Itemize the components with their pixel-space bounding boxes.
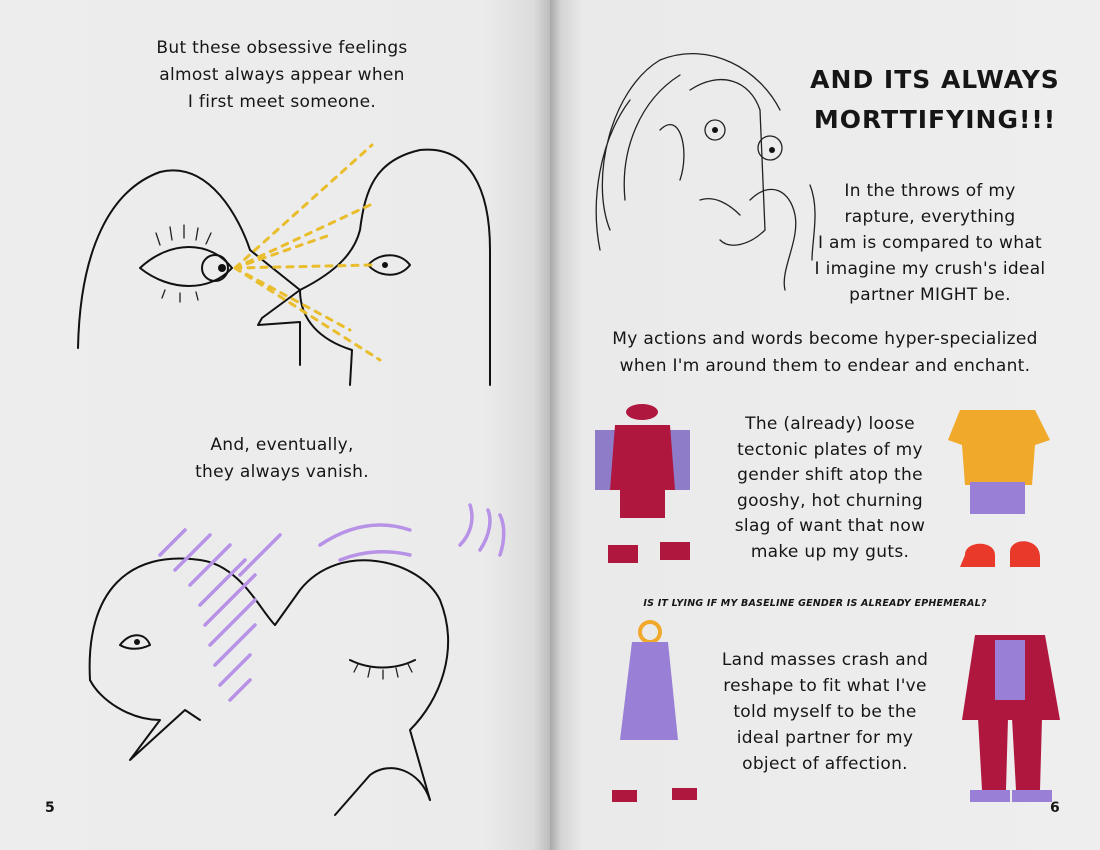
paragraph-actions: My actions and words become hyper-specia…: [575, 326, 1075, 380]
caption-line: And, eventually,: [210, 435, 354, 455]
mortified-face-illustration: [595, 53, 816, 291]
page-number: 6: [1050, 800, 1060, 816]
right-page: AND ITS ALWAYS MORTTIFYING!!! In the thr…: [550, 0, 1100, 850]
heading-line: MORTTIFYING!!!: [813, 105, 1057, 134]
text-line: gender shift atop the: [737, 465, 923, 485]
text-line: The (already) loose: [745, 414, 915, 434]
text-line: tectonic plates of my: [737, 439, 923, 460]
text-line: reshape to fit what I've: [723, 676, 927, 696]
text-line: I am is compared to what: [818, 233, 1042, 253]
outfit-suit: [962, 635, 1060, 802]
caption-line: But these obsessive feelings: [156, 38, 408, 58]
text-line: My actions and words become hyper-specia…: [612, 329, 1038, 349]
paragraph-tectonic: The (already) loose tectonic plates of m…: [715, 412, 945, 565]
heading-line: AND ITS ALWAYS: [810, 65, 1060, 94]
outfit-dress: [612, 620, 697, 802]
paragraph-land-masses: Land masses crash and reshape to fit wha…: [705, 647, 945, 777]
top-caption: But these obsessive feelings almost alwa…: [82, 35, 482, 116]
outfit-vest: [595, 404, 690, 563]
text-line: rapture, everything: [844, 207, 1016, 227]
text-line: gooshy, hot churning: [737, 490, 923, 511]
text-line: make up my guts.: [750, 541, 910, 562]
text-line: object of affection.: [742, 754, 908, 774]
text-line: partner MIGHT be.: [849, 285, 1011, 305]
text-line: slag of want that now: [734, 516, 926, 536]
question-caption: IS IT LYING IF MY BASELINE GENDER IS ALR…: [643, 598, 987, 609]
staring-figures-illustration: [77, 143, 506, 816]
text-line: Land masses crash and: [721, 650, 929, 670]
text-line: In the throws of my: [844, 181, 1016, 201]
text-line: when I'm around them to endear and encha…: [619, 356, 1031, 376]
caption-line: I first meet someone.: [187, 92, 377, 112]
mid-caption: And, eventually, they always vanish.: [82, 432, 482, 486]
text-line: I imagine my crush's ideal: [814, 259, 1046, 279]
caption-line: almost always appear when: [159, 65, 405, 85]
heading: AND ITS ALWAYS MORTTIFYING!!!: [795, 60, 1075, 140]
caption-line: they always vanish.: [195, 462, 369, 482]
text-line: told myself to be the: [733, 702, 917, 722]
paragraph-rapture: In the throws of my rapture, everything …: [805, 178, 1055, 308]
text-line: ideal partner for my: [736, 728, 914, 748]
page-number: 5: [45, 800, 55, 816]
left-page: But these obsessive feelings almost alwa…: [0, 0, 550, 850]
outfits-illustration: [595, 404, 1060, 802]
outfit-tshirt: [948, 410, 1050, 567]
